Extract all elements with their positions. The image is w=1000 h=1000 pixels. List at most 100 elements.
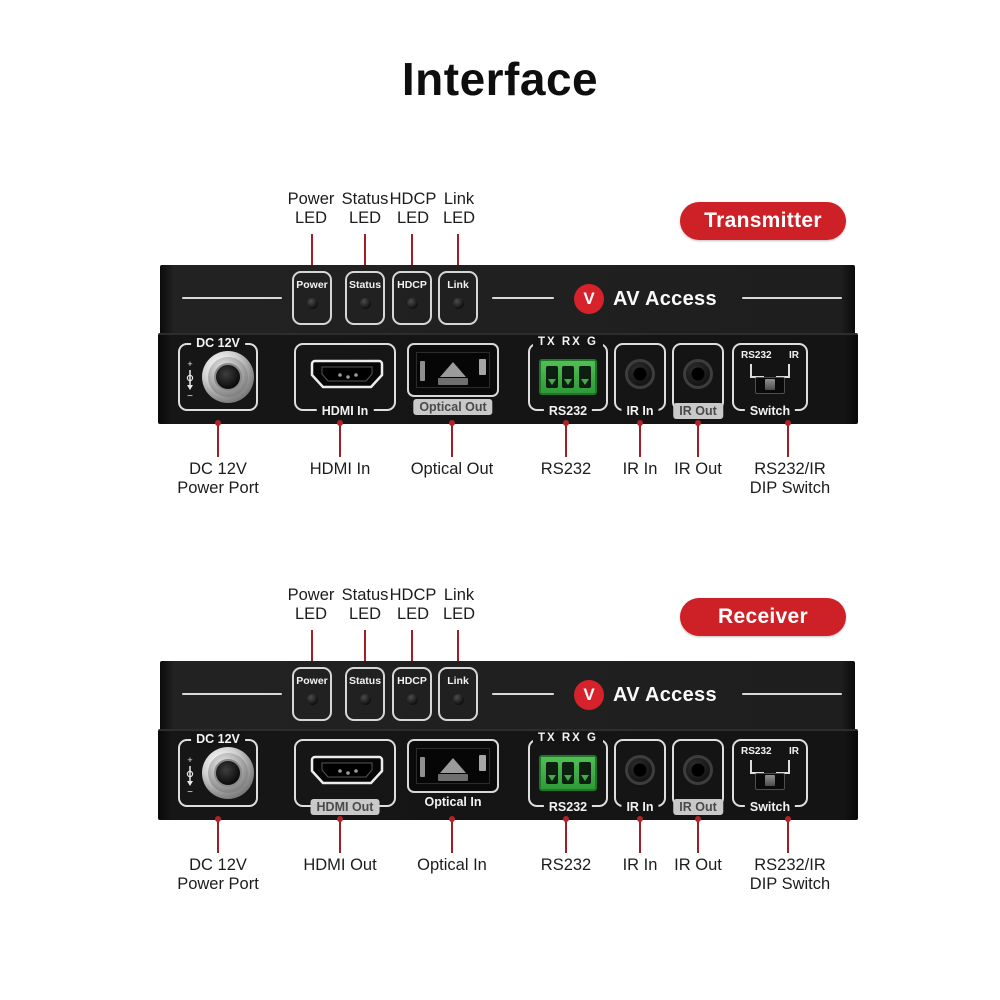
barrel-jack xyxy=(202,351,254,403)
callout-hdcp-led: HDCP LED xyxy=(389,190,437,227)
hdmi-port: HDMI Out xyxy=(294,739,396,815)
terminal-block xyxy=(539,359,597,395)
port-panel: DC 12V + − xyxy=(158,333,858,424)
brand-name: AV Access xyxy=(613,683,717,706)
led-dot xyxy=(406,298,418,309)
callout-status-led: Status LED xyxy=(341,586,389,623)
dip-switch: RS232 IR Switch xyxy=(732,343,808,418)
ir-in-port: IR In xyxy=(614,739,666,814)
led-dot xyxy=(359,298,371,309)
receiver-badge: Receiver xyxy=(680,598,846,636)
svg-text:−: − xyxy=(187,391,193,399)
led-dot xyxy=(359,694,371,705)
panel-line xyxy=(492,693,554,695)
panel-line xyxy=(742,693,842,695)
callout-hdmi: HDMI Out xyxy=(303,856,377,874)
hdmi-port: HDMI In xyxy=(294,343,396,418)
leader-line xyxy=(311,630,313,669)
dc-power-port: DC 12V + − xyxy=(178,732,258,807)
leader-line xyxy=(339,819,341,853)
callout-hdmi: HDMI In xyxy=(309,460,371,478)
leader-line xyxy=(457,234,459,273)
dc-power-port: DC 12V + − xyxy=(178,336,258,411)
callout-link-led: Link LED xyxy=(442,586,476,623)
page-title: Interface xyxy=(401,53,599,105)
transmitter-badge: Transmitter xyxy=(680,202,846,240)
callout-ir-in: IR In xyxy=(622,856,658,874)
panel-line xyxy=(492,297,554,299)
led-dot xyxy=(452,298,464,309)
leader-line xyxy=(311,234,313,273)
port-panel: DC 12V + − xyxy=(158,729,858,820)
callout-dip-switch: RS232/IR DIP Switch xyxy=(749,856,831,893)
link-led-indicator: Link xyxy=(438,667,478,721)
led-dot xyxy=(452,694,464,705)
ir-out-port: IR Out xyxy=(672,739,724,815)
callout-link-led: Link LED xyxy=(442,190,476,227)
link-led-indicator: Link xyxy=(438,271,478,325)
callout-power-led: Power LED xyxy=(287,586,335,623)
leader-line xyxy=(787,423,789,457)
brand-name: AV Access xyxy=(613,287,717,310)
audio-jack xyxy=(683,359,713,389)
polarity-icon: + − xyxy=(186,755,194,795)
leader-line xyxy=(217,423,219,457)
leader-line xyxy=(697,819,699,853)
leader-line xyxy=(639,819,641,853)
leader-line xyxy=(639,423,641,457)
callout-dc-power: DC 12V Power Port xyxy=(177,460,259,497)
led-dot xyxy=(306,694,318,705)
led-dot xyxy=(406,694,418,705)
hdmi-connector-icon xyxy=(310,359,384,389)
callout-dip-switch: RS232/IR DIP Switch xyxy=(749,460,831,497)
callout-optical: Optical Out xyxy=(410,460,494,478)
status-led-indicator: Status xyxy=(345,271,385,325)
receiver-section: Power LED Status LED HDCP LED Link LED R… xyxy=(0,586,1000,898)
ir-in-port: IR In xyxy=(614,343,666,418)
svg-text:+: + xyxy=(187,755,192,765)
terminal-block xyxy=(539,755,597,791)
sfp-cage xyxy=(407,739,499,793)
optical-port: Optical Out xyxy=(407,343,499,415)
panel-line xyxy=(182,297,282,299)
brand-logo-icon: V xyxy=(574,284,604,314)
callout-ir-out: IR Out xyxy=(674,460,722,478)
panel-line xyxy=(182,693,282,695)
slide-switch xyxy=(755,377,785,394)
optical-port: Optical In xyxy=(407,739,499,809)
callout-power-led: Power LED xyxy=(287,190,335,227)
leader-line xyxy=(364,234,366,273)
barrel-jack xyxy=(202,747,254,799)
leader-line xyxy=(697,423,699,457)
panel-line xyxy=(742,297,842,299)
leader-line xyxy=(411,234,413,273)
callout-rs232: RS232 xyxy=(540,856,592,874)
led-panel: Power Status HDCP Link V AV Access xyxy=(160,265,855,336)
led-panel: Power Status HDCP Link V AV Access xyxy=(160,661,855,732)
hdcp-led-indicator: HDCP xyxy=(392,271,432,325)
audio-jack xyxy=(625,359,655,389)
leader-line xyxy=(565,423,567,457)
transmitter-section: Power LED Status LED HDCP LED Link LED T… xyxy=(0,190,1000,502)
svg-text:−: − xyxy=(187,787,193,795)
sfp-cage xyxy=(407,343,499,397)
leader-line xyxy=(565,819,567,853)
leader-line xyxy=(457,630,459,669)
leader-line xyxy=(411,630,413,669)
dip-switch: RS232 IR Switch xyxy=(732,739,808,814)
rs232-port: TX RX G RS232 xyxy=(528,336,608,418)
callout-ir-out: IR Out xyxy=(674,856,722,874)
slide-switch xyxy=(755,773,785,790)
audio-jack xyxy=(683,755,713,785)
callout-optical: Optical In xyxy=(417,856,487,874)
brand-logo: V AV Access xyxy=(574,661,717,729)
led-dot xyxy=(306,298,318,309)
brand-logo-icon: V xyxy=(574,680,604,710)
callout-dc-power: DC 12V Power Port xyxy=(177,856,259,893)
power-led-indicator: Power xyxy=(292,271,332,325)
polarity-icon: + − xyxy=(186,359,194,399)
power-led-indicator: Power xyxy=(292,667,332,721)
status-led-indicator: Status xyxy=(345,667,385,721)
svg-text:+: + xyxy=(187,359,192,369)
leader-line xyxy=(339,423,341,457)
